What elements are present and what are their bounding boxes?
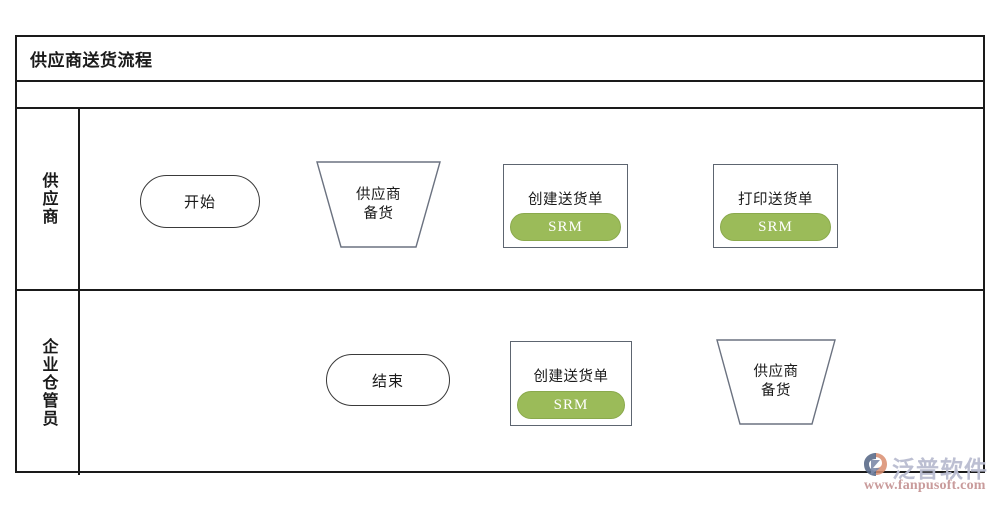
diagram-title-band: 供应商送货流程 [17, 37, 983, 82]
node-end[interactable]: 结束 [326, 354, 450, 406]
diagram-frame: 供应商送货流程 供应商 企业仓管员 [15, 35, 985, 475]
lane-label-cell-supplier: 供应商 [17, 109, 80, 289]
diagram-spacer-band [17, 82, 983, 109]
lanes-region: 供应商 企业仓管员 [17, 109, 983, 475]
node-create-note-wh-badge: SRM [517, 391, 625, 419]
node-prepare-goods-wh-label: 供应商备货 [754, 363, 799, 401]
node-prepare-goods-wh-label-line2: 备货 [761, 383, 791, 399]
lane-warehouse: 企业仓管员 [17, 291, 983, 475]
trapezoid-shape-wh [716, 339, 836, 425]
node-print-note-badge: SRM [720, 213, 831, 241]
node-prepare-goods-label: 供应商备货 [356, 186, 401, 224]
node-prepare-goods-wh-label-line1: 供应商 [753, 364, 799, 381]
lane-label-warehouse: 企业仓管员 [39, 338, 57, 428]
node-prepare-goods-label-line2: 备货 [363, 205, 394, 222]
watermark: 泛普软件 www.fanpusoft.com [862, 450, 994, 500]
node-create-note-wh-label: 创建送货单 [533, 369, 609, 385]
node-start-label: 开始 [183, 194, 216, 211]
node-print-note-label: 打印送货单 [738, 192, 813, 208]
node-prepare-goods-label-line1: 供应商 [356, 186, 401, 203]
node-print-note[interactable]: 打印送货单 SRM [713, 164, 838, 248]
trapezoid-shape [316, 161, 441, 248]
fanpu-logo-icon [864, 453, 887, 476]
node-create-note[interactable]: 创建送货单 SRM [503, 164, 628, 248]
node-prepare-goods-wh[interactable]: 供应商备货 [716, 339, 836, 425]
lane-supplier: 供应商 [17, 109, 983, 291]
lane-label-cell-warehouse: 企业仓管员 [17, 291, 80, 475]
page-title: 供应商送货流程 [30, 51, 153, 70]
node-prepare-goods[interactable]: 供应商备货 [316, 161, 441, 248]
lane-label-supplier: 供应商 [39, 172, 57, 226]
node-end-label: 结束 [371, 372, 404, 390]
watermark-url: www.fanpusoft.com [864, 478, 986, 493]
watermark-brand: 泛普软件 [892, 456, 988, 482]
node-start[interactable]: 开始 [140, 175, 260, 228]
node-create-note-label: 创建送货单 [528, 192, 603, 208]
node-create-note-badge: SRM [510, 213, 621, 241]
node-create-note-wh[interactable]: 创建送货单 SRM [510, 341, 632, 426]
